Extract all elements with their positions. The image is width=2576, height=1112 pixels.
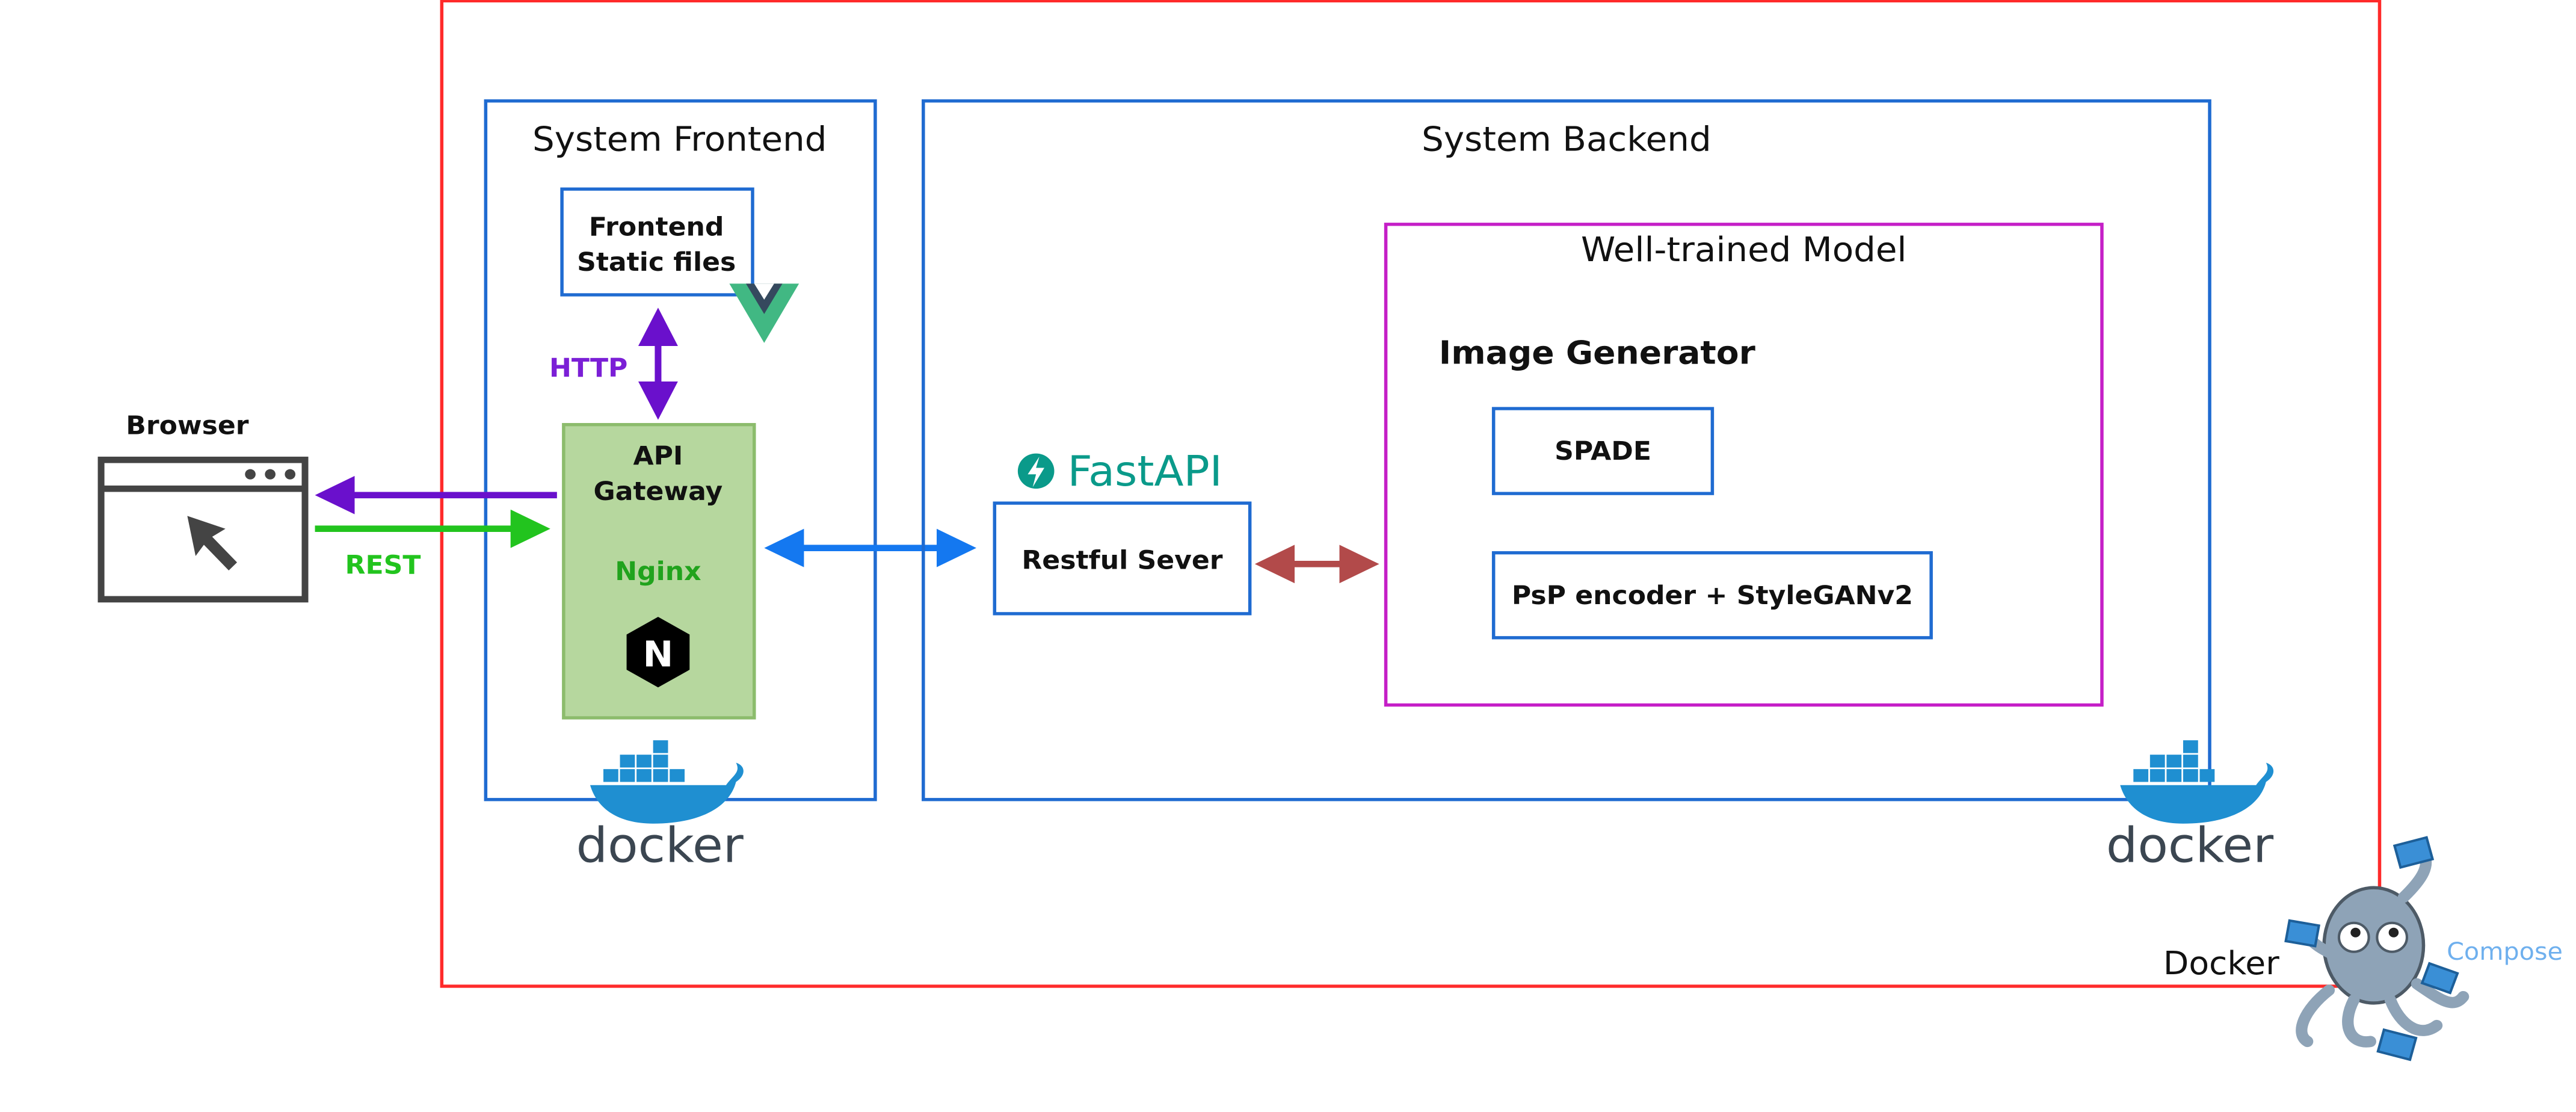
frontend-static-label-line2: Static files bbox=[577, 248, 736, 277]
psp-stylegan-box bbox=[1491, 551, 1933, 640]
well-trained-model-title: Well-trained Model bbox=[1581, 230, 1907, 270]
nginx-logo-icon: N bbox=[626, 617, 690, 688]
browser-label: Browser bbox=[126, 411, 249, 440]
mouse-cursor-icon bbox=[187, 516, 238, 570]
system-frontend-title: System Frontend bbox=[532, 120, 827, 159]
api-gateway-label-line1: API bbox=[633, 442, 683, 471]
restful-server-box bbox=[993, 501, 1252, 616]
restful-server-label: Restful Sever bbox=[1021, 546, 1223, 575]
compose-docker-label: Docker bbox=[2163, 945, 2280, 982]
http-label: HTTP bbox=[549, 353, 627, 383]
well-trained-model-box bbox=[1384, 223, 2104, 707]
system-backend-box bbox=[922, 99, 2211, 802]
image-generator-title: Image Generator bbox=[1439, 334, 1755, 371]
fastapi-label: FastAPI bbox=[1068, 447, 1222, 496]
nginx-logo-letter: N bbox=[643, 635, 674, 676]
fastapi-logo-icon bbox=[1017, 453, 1055, 489]
nginx-label: Nginx bbox=[615, 557, 701, 587]
docker-whale-icon bbox=[2120, 740, 2274, 824]
system-backend-title: System Backend bbox=[1422, 120, 1712, 159]
docker-wordmark-backend: docker bbox=[2106, 818, 2274, 874]
vue-logo-icon bbox=[729, 283, 800, 343]
rest-label: REST bbox=[345, 551, 421, 580]
psp-stylegan-label: PsP encoder + StyleGANv2 bbox=[1512, 581, 1913, 611]
spade-box bbox=[1491, 407, 1715, 495]
docker-compose-octopus-icon bbox=[2284, 836, 2470, 1061]
frontend-static-label-line1: Frontend bbox=[589, 212, 724, 242]
compose-word-label: Compose bbox=[2447, 937, 2563, 966]
docker-wordmark-frontend: docker bbox=[576, 818, 744, 874]
browser-window-icon bbox=[97, 456, 309, 603]
docker-whale-icon bbox=[590, 740, 744, 824]
spade-label: SPADE bbox=[1555, 437, 1651, 466]
frontend-static-files-box bbox=[560, 187, 754, 297]
api-gateway-label-line2: Gateway bbox=[594, 477, 723, 506]
